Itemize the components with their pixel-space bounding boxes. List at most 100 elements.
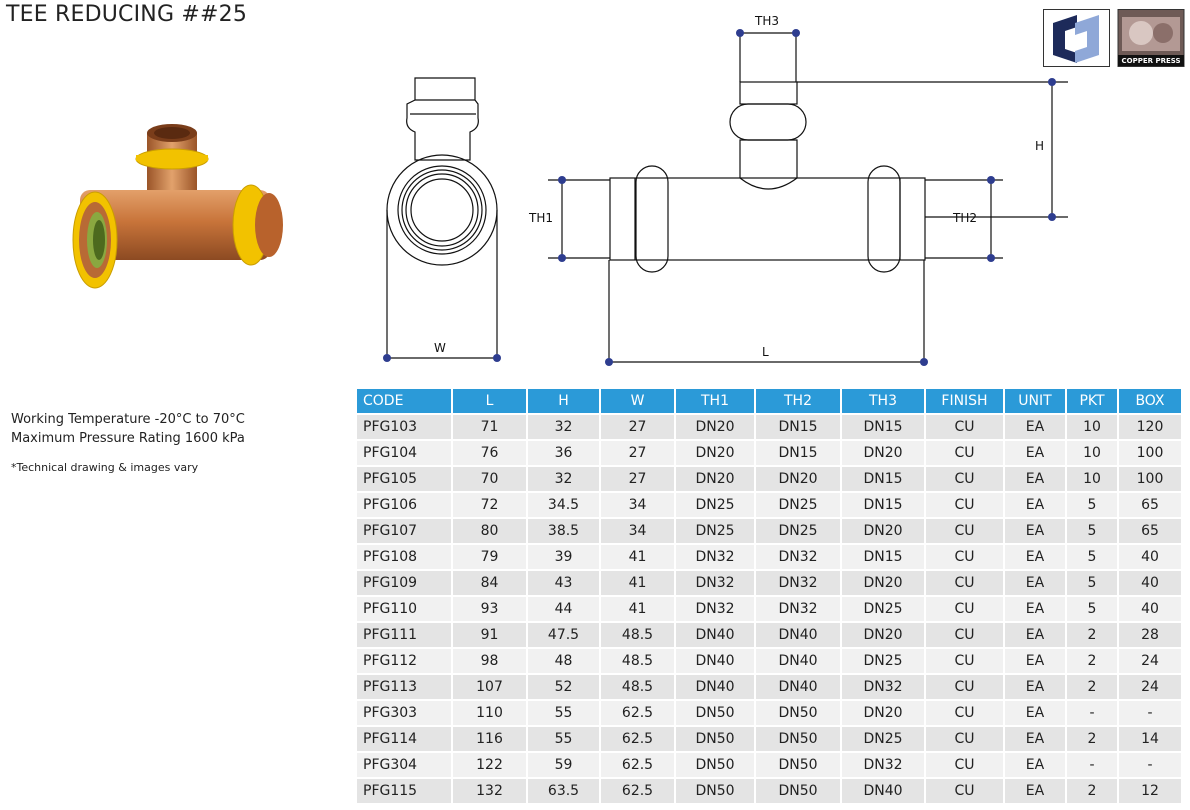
cell-pkt: 5 (1067, 595, 1119, 621)
brand-logos: COPPER PRESS (1043, 9, 1185, 67)
cell-th3: DN32 (842, 751, 926, 777)
cell-h: 32 (528, 413, 601, 439)
cell-box: 120 (1119, 413, 1181, 439)
cell-pkt: 2 (1067, 621, 1119, 647)
cell-h: 55 (528, 699, 601, 725)
cell-pkt: 10 (1067, 413, 1119, 439)
cell-l: 72 (453, 491, 528, 517)
cell-h: 44 (528, 595, 601, 621)
cell-finish: CU (926, 465, 1005, 491)
cell-unit: EA (1005, 517, 1067, 543)
cell-th3: DN25 (842, 725, 926, 751)
cell-pkt: 5 (1067, 517, 1119, 543)
cell-l: 70 (453, 465, 528, 491)
dim-label-w: W (434, 341, 446, 355)
cell-w: 41 (601, 543, 676, 569)
dim-label-h: H (1035, 139, 1044, 153)
cell-th2: DN50 (756, 699, 842, 725)
cell-th1: DN50 (676, 699, 756, 725)
cell-th1: DN25 (676, 491, 756, 517)
cell-finish: CU (926, 699, 1005, 725)
cell-w: 34 (601, 491, 676, 517)
cell-code: PFG110 (357, 595, 453, 621)
cell-code: PFG115 (357, 777, 453, 803)
cell-l: 91 (453, 621, 528, 647)
cell-unit: EA (1005, 673, 1067, 699)
dim-label-th1: TH1 (528, 211, 553, 225)
cell-th1: DN40 (676, 673, 756, 699)
cell-th2: DN25 (756, 491, 842, 517)
cell-box: 40 (1119, 595, 1181, 621)
cell-box: 40 (1119, 543, 1181, 569)
cell-code: PFG304 (357, 751, 453, 777)
column-header-th1: TH1 (676, 389, 756, 413)
cell-pkt: 2 (1067, 647, 1119, 673)
cell-finish: CU (926, 439, 1005, 465)
cell-unit: EA (1005, 725, 1067, 751)
cell-pkt: - (1067, 699, 1119, 725)
cell-w: 48.5 (601, 673, 676, 699)
cell-finish: CU (926, 517, 1005, 543)
column-header-th3: TH3 (842, 389, 926, 413)
cell-box: 28 (1119, 621, 1181, 647)
dimension-dots (383, 29, 1056, 366)
cell-th3: DN15 (842, 465, 926, 491)
cell-th2: DN50 (756, 751, 842, 777)
cell-th3: DN20 (842, 569, 926, 595)
cell-th3: DN25 (842, 647, 926, 673)
cell-unit: EA (1005, 595, 1067, 621)
cell-th2: DN20 (756, 465, 842, 491)
cell-pkt: 2 (1067, 777, 1119, 803)
note-pressure-rating: Maximum Pressure Rating 1600 kPa (11, 431, 245, 446)
note-disclaimer: *Technical drawing & images vary (11, 461, 199, 474)
cell-th1: DN20 (676, 465, 756, 491)
cell-w: 62.5 (601, 751, 676, 777)
cell-code: PFG107 (357, 517, 453, 543)
cell-code: PFG112 (357, 647, 453, 673)
note-working-temperature: Working Temperature -20°C to 70°C (11, 412, 245, 427)
cell-box: - (1119, 699, 1181, 725)
cell-th2: DN50 (756, 777, 842, 803)
cell-th3: DN15 (842, 413, 926, 439)
cell-w: 62.5 (601, 725, 676, 751)
column-header-pkt: PKT (1067, 389, 1119, 413)
cell-th1: DN32 (676, 595, 756, 621)
cell-finish: CU (926, 543, 1005, 569)
cell-l: 71 (453, 413, 528, 439)
cell-h: 52 (528, 673, 601, 699)
cell-th1: DN40 (676, 621, 756, 647)
cell-finish: CU (926, 569, 1005, 595)
cell-unit: EA (1005, 413, 1067, 439)
cell-unit: EA (1005, 543, 1067, 569)
cell-h: 59 (528, 751, 601, 777)
cell-box: 65 (1119, 491, 1181, 517)
cell-l: 116 (453, 725, 528, 751)
cell-th1: DN20 (676, 439, 756, 465)
cell-finish: CU (926, 673, 1005, 699)
cell-th3: DN15 (842, 491, 926, 517)
cell-w: 27 (601, 439, 676, 465)
cell-th3: DN20 (842, 621, 926, 647)
notes: Working Temperature -20°C to 70°C Maximu… (11, 410, 245, 477)
cell-unit: EA (1005, 777, 1067, 803)
cell-pkt: 10 (1067, 465, 1119, 491)
cell-finish: CU (926, 621, 1005, 647)
cell-th1: DN20 (676, 413, 756, 439)
cell-pkt: 2 (1067, 673, 1119, 699)
cell-code: PFG303 (357, 699, 453, 725)
dim-label-th2: TH2 (952, 211, 977, 225)
cell-box: 100 (1119, 465, 1181, 491)
column-header-th2: TH2 (756, 389, 842, 413)
cell-code: PFG104 (357, 439, 453, 465)
cell-unit: EA (1005, 751, 1067, 777)
